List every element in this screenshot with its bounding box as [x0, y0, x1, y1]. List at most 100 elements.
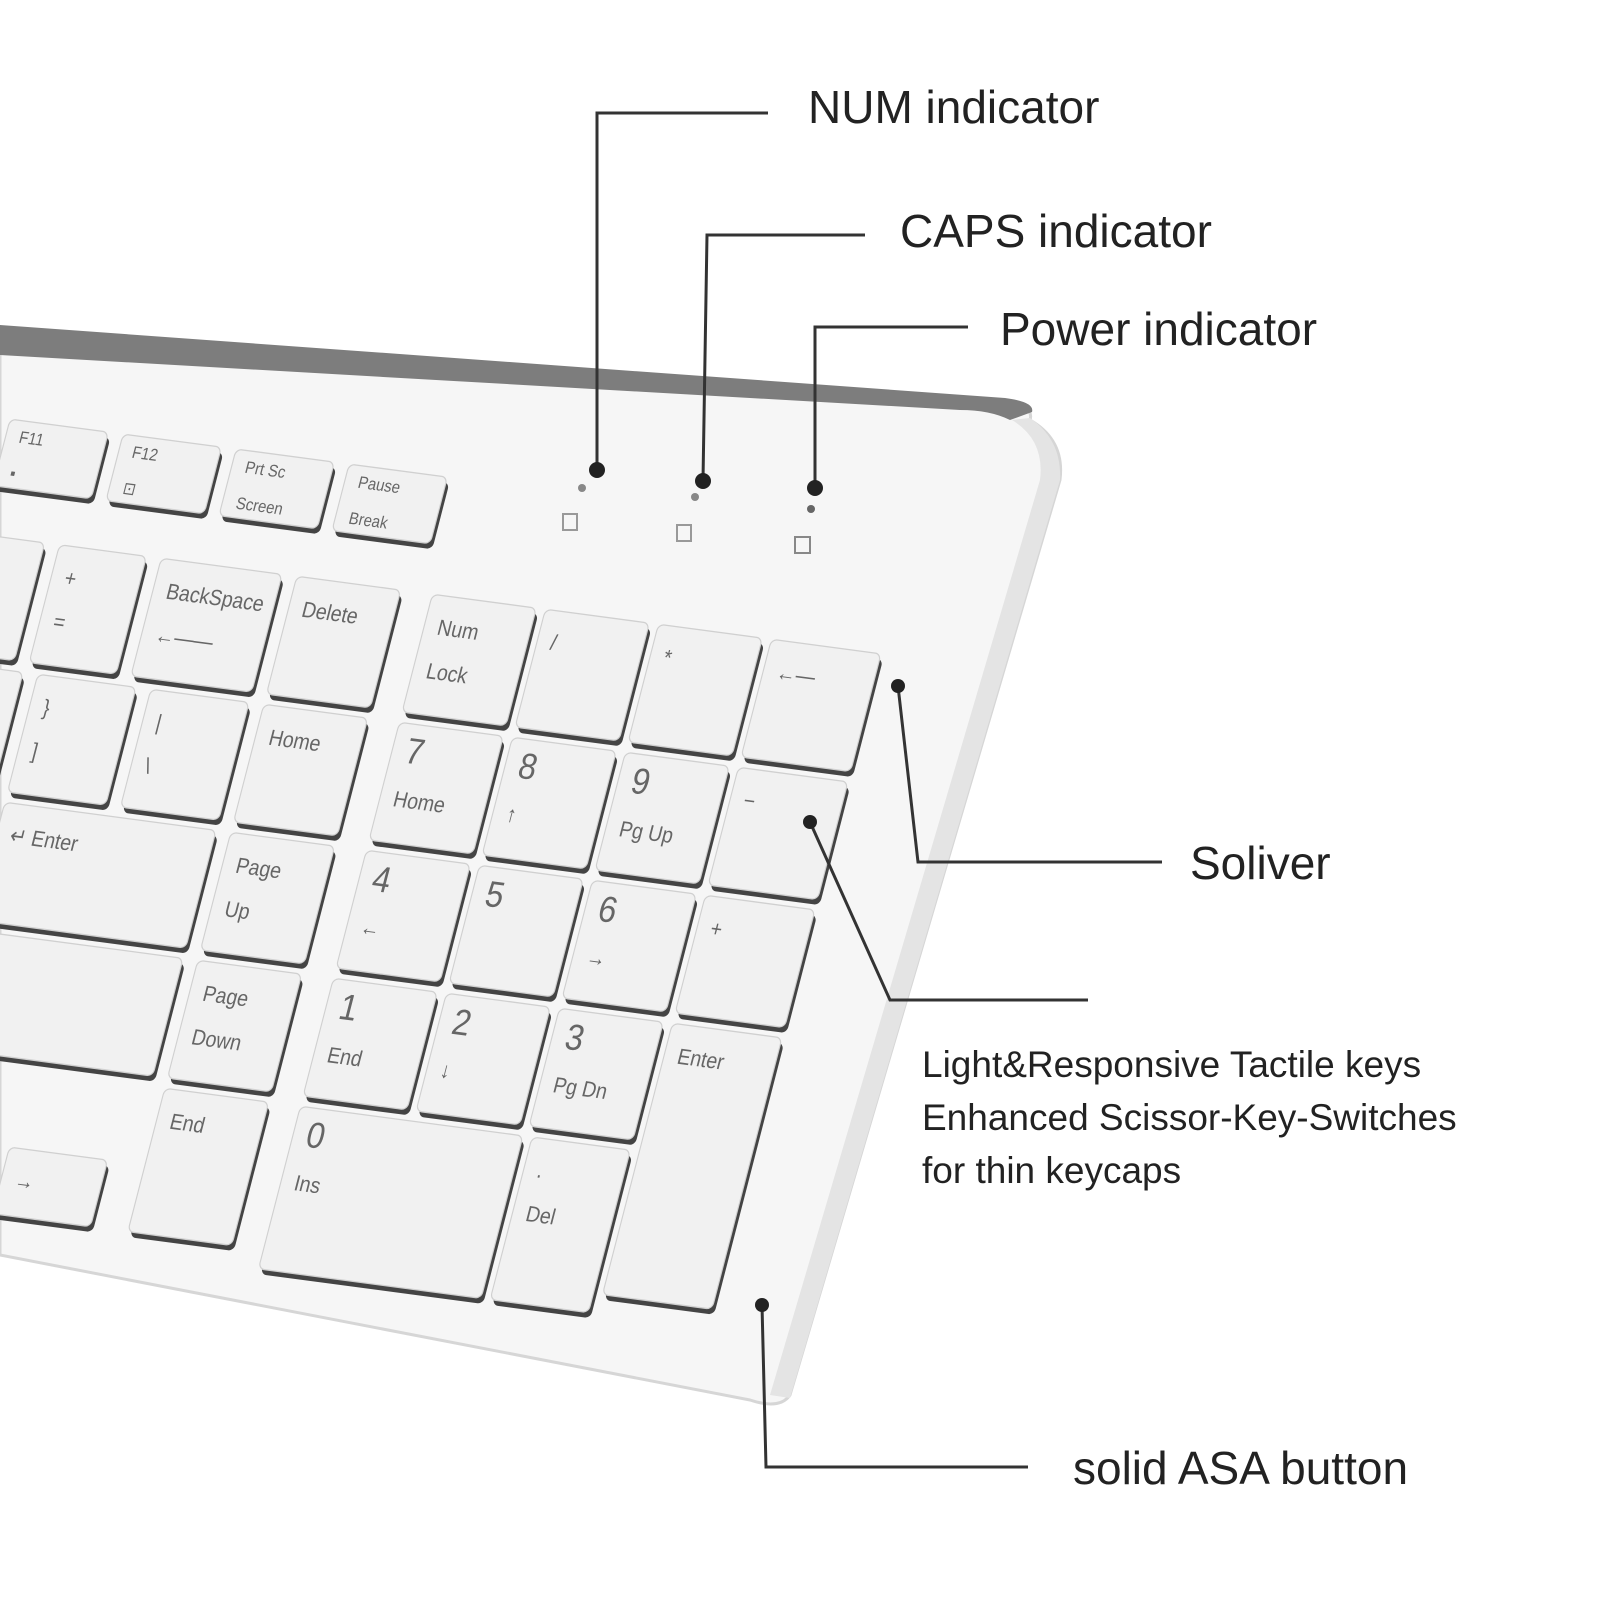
keycap [131, 558, 282, 693]
keycap [482, 737, 616, 869]
power-icon [794, 536, 811, 554]
keycap [128, 1088, 268, 1246]
key[interactable]: − [707, 767, 852, 905]
keycap [303, 978, 437, 1110]
key[interactable]: * [627, 624, 766, 761]
asa-callout-line [760, 1304, 1028, 1469]
keycap [259, 1106, 523, 1299]
caps-lock-icon [676, 524, 692, 542]
keycap [332, 464, 447, 544]
key[interactable]: 5 [448, 865, 587, 1002]
keycap [562, 880, 696, 1012]
keycap [529, 1008, 663, 1140]
key[interactable]: Enter [601, 1023, 785, 1315]
key-label: Num [435, 616, 482, 645]
keycap [402, 594, 536, 726]
key-label: Enter [675, 1045, 727, 1075]
key-label: F11 [17, 428, 46, 450]
key-label: Break [347, 509, 391, 533]
asa-button-label: solid ASA button [1073, 1442, 1409, 1494]
keys-feature-line: for thin keycaps [922, 1150, 1182, 1191]
keycap [603, 1023, 782, 1310]
keycap [121, 689, 249, 821]
keycap [675, 895, 815, 1028]
keys-callout-line [808, 821, 1088, 1002]
keycap [0, 1147, 107, 1227]
key[interactable]: }] [6, 674, 139, 810]
caps-callout-line [701, 233, 865, 481]
keycap [515, 609, 649, 741]
keycap [219, 449, 334, 529]
key-label: Up [222, 897, 253, 924]
key[interactable]: + [674, 895, 819, 1033]
key[interactable]: .Del [489, 1137, 634, 1318]
key-label: End [167, 1110, 207, 1138]
keycap [168, 960, 301, 1092]
key[interactable]: ←— [740, 639, 885, 777]
keycap [490, 1137, 630, 1313]
key[interactable] [0, 659, 27, 795]
caps-indicator-label: CAPS indicator [900, 205, 1212, 257]
key-label: ←— [774, 661, 819, 690]
key[interactable]: F12⊡ [105, 434, 225, 519]
key[interactable]: F11 ▪ [0, 419, 112, 504]
keycap [267, 576, 400, 708]
keycap [595, 752, 729, 884]
soliver-callout-line [896, 685, 1162, 864]
key[interactable]: Shift ⇧ [0, 921, 186, 1081]
key[interactable]: End [127, 1088, 273, 1251]
key[interactable]: Home [232, 704, 371, 841]
keycap [628, 624, 762, 756]
callout-lines [595, 111, 1162, 1469]
keyboard-top-edge [0, 325, 1033, 420]
key-label: Lock [424, 659, 471, 688]
num-lock-icon [562, 513, 578, 531]
keys-feature-line: Light&Responsive Tactile keys [922, 1044, 1422, 1085]
key-label: End [325, 1043, 365, 1071]
soliver-label: Soliver [1190, 837, 1331, 889]
keys-feature-line: Enhanced Scissor-Key-Switches [922, 1097, 1457, 1138]
key-label: F12 [130, 443, 160, 465]
key[interactable]: / [514, 609, 653, 746]
key[interactable]: 8↑ [481, 737, 620, 874]
keycap [0, 419, 108, 499]
key[interactable] [0, 531, 48, 666]
key-label: \ [142, 754, 154, 779]
keycap [234, 704, 367, 836]
keycap [29, 544, 146, 675]
num-indicator-label: NUM indicator [808, 81, 1100, 133]
key[interactable]: |\ [119, 689, 252, 825]
key[interactable]: 3Pg Dn [528, 1008, 667, 1145]
keycap [8, 674, 136, 806]
key[interactable]: Delete [265, 576, 404, 713]
callout-dots [589, 462, 905, 1312]
key-label: Page [200, 982, 251, 1012]
key[interactable]: BackSpace←—— [130, 558, 286, 697]
key-label: Ins [292, 1171, 324, 1198]
key[interactable]: 9Pg Up [594, 752, 733, 889]
key[interactable]: 4← [335, 850, 474, 987]
key[interactable]: → [0, 1147, 111, 1232]
key-label: Del [523, 1202, 558, 1230]
key[interactable]: 2↓ [415, 993, 554, 1130]
num-callout-line [595, 111, 768, 468]
key[interactable]: ↵ Enter [0, 802, 220, 953]
key-label: | [153, 711, 164, 736]
key[interactable]: 6→ [561, 880, 700, 1017]
keycap [369, 722, 503, 854]
keycap [708, 767, 848, 900]
key-label: ▪ [8, 464, 18, 483]
keycap [336, 850, 470, 982]
key[interactable]: += [28, 544, 150, 680]
keycap [0, 921, 183, 1077]
keycap [416, 993, 550, 1125]
keycap [0, 802, 216, 949]
